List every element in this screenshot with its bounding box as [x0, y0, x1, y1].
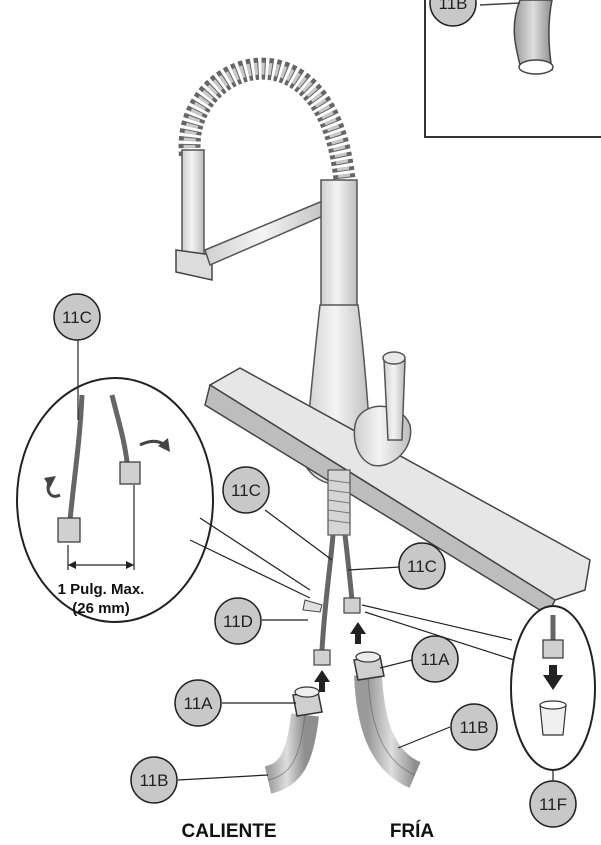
connection-arrows — [314, 622, 366, 692]
callout-label: 11B — [460, 718, 489, 737]
callout-hose-left: 11C — [222, 466, 270, 514]
callout-adapter: 11F — [529, 780, 577, 828]
callout-line-left: 11B — [130, 756, 178, 804]
detail-leader-lower — [189, 539, 311, 599]
callout-label: 11C — [407, 557, 437, 576]
callout-hose-right: 11C — [398, 542, 446, 590]
callout-nut-left: 11D — [214, 597, 262, 645]
callout-supply-left: 11A — [174, 679, 222, 727]
callout-label: 11B — [439, 0, 468, 13]
inset-box — [424, 0, 601, 138]
spring-spout — [175, 57, 356, 281]
callout-line-right: 11B — [450, 703, 498, 751]
measure-line-1: 1 Pulg. Max. — [58, 581, 145, 598]
detail-circle-adapter — [510, 605, 596, 771]
adapter-leader-upper — [361, 604, 513, 641]
callout-label: 11B — [140, 771, 169, 790]
callout-leaders — [77, 340, 554, 782]
callout-detail-hose: 11C — [53, 293, 101, 341]
cold-label: FRÍA — [390, 820, 435, 842]
shank-and-hoses — [302, 469, 361, 666]
callout-label: 11A — [184, 694, 214, 713]
callout-label: 11F — [539, 795, 567, 814]
detail-leader-upper — [199, 517, 311, 591]
supply-line-cold — [353, 651, 422, 788]
hot-label: CALIENTE — [182, 821, 277, 842]
measure-line-2: (26 mm) — [72, 600, 130, 617]
callout-label: 11A — [421, 650, 451, 669]
callout-label: 11C — [231, 481, 261, 500]
supply-line-hot — [264, 686, 323, 794]
callout-supply-right: 11A — [411, 635, 459, 683]
deck-plate — [204, 367, 591, 617]
callout-label: 11C — [62, 308, 92, 327]
detail-circle-hose-spacing — [16, 377, 214, 623]
callout-label: 11D — [223, 612, 253, 631]
callout-inset-top: 11B — [429, 0, 477, 27]
lever-handle — [353, 351, 412, 467]
